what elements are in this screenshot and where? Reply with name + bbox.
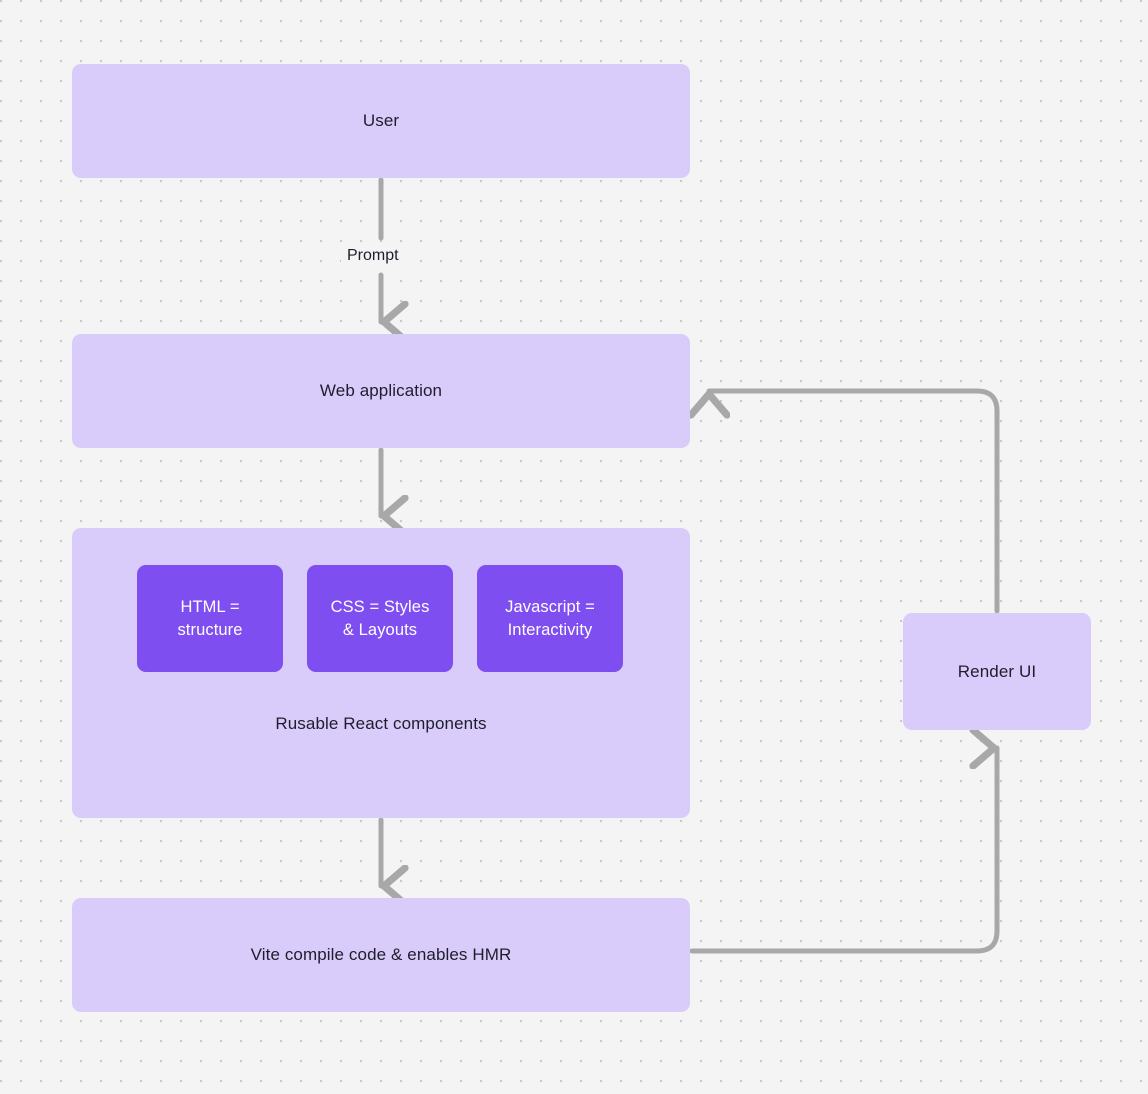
- node-html-line1: HTML =: [180, 598, 240, 617]
- node-web-application-label: Web application: [319, 381, 443, 400]
- node-vite-label: Vite compile code & enables HMR: [250, 945, 512, 964]
- node-css-label: CSS = Styles & Layouts: [331, 596, 430, 641]
- node-user-label: User: [362, 111, 400, 130]
- node-render-ui-label: Render UI: [957, 661, 1037, 681]
- node-javascript-line2: Interactivity: [507, 620, 593, 639]
- node-user[interactable]: User: [72, 64, 690, 178]
- node-javascript[interactable]: Javascript = Interactivity: [477, 565, 623, 672]
- node-html-label: HTML = structure: [177, 596, 242, 641]
- edge-render-to-web: [709, 388, 1000, 614]
- node-vite[interactable]: Vite compile code & enables HMR: [72, 898, 690, 1012]
- node-html-line2: structure: [177, 620, 243, 639]
- node-web-application[interactable]: Web application: [72, 334, 690, 448]
- edge-label-prompt: Prompt: [341, 246, 405, 266]
- node-css-line2: & Layouts: [342, 620, 418, 639]
- node-javascript-label: Javascript = Interactivity: [505, 596, 595, 641]
- node-css-line1: CSS = Styles: [330, 598, 430, 617]
- node-html[interactable]: HTML = structure: [137, 565, 283, 672]
- node-render-ui[interactable]: Render UI: [903, 613, 1091, 730]
- edge-vite-to-render: [689, 748, 1000, 954]
- node-css[interactable]: CSS = Styles & Layouts: [307, 565, 453, 672]
- components-caption: Rusable React components: [275, 714, 487, 733]
- node-javascript-line1: Javascript =: [505, 598, 595, 617]
- components-inner-row: HTML = structure CSS = Styles & Layouts …: [137, 565, 625, 672]
- node-components[interactable]: HTML = structure CSS = Styles & Layouts …: [72, 528, 690, 818]
